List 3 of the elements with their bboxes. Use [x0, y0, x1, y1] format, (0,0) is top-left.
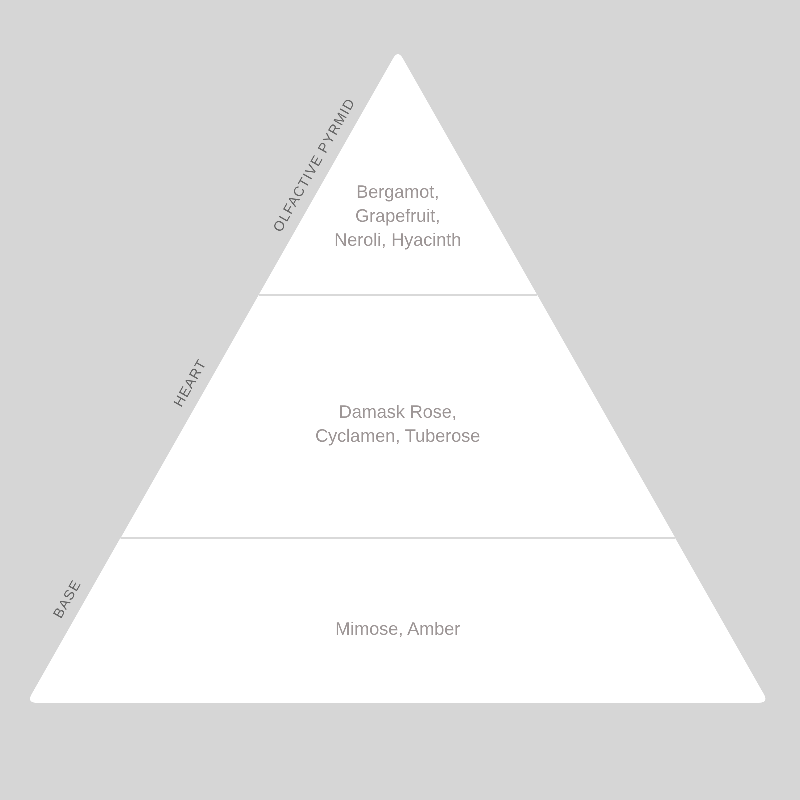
fragrance-notes: Mimose, Amber — [334, 618, 462, 641]
fragrance-notes: Damask Rose, Cyclamen, Tuberose — [314, 401, 482, 448]
fragrance-notes: Bergamot, Grapefruit, Neroli, Hyacinth — [333, 181, 462, 252]
